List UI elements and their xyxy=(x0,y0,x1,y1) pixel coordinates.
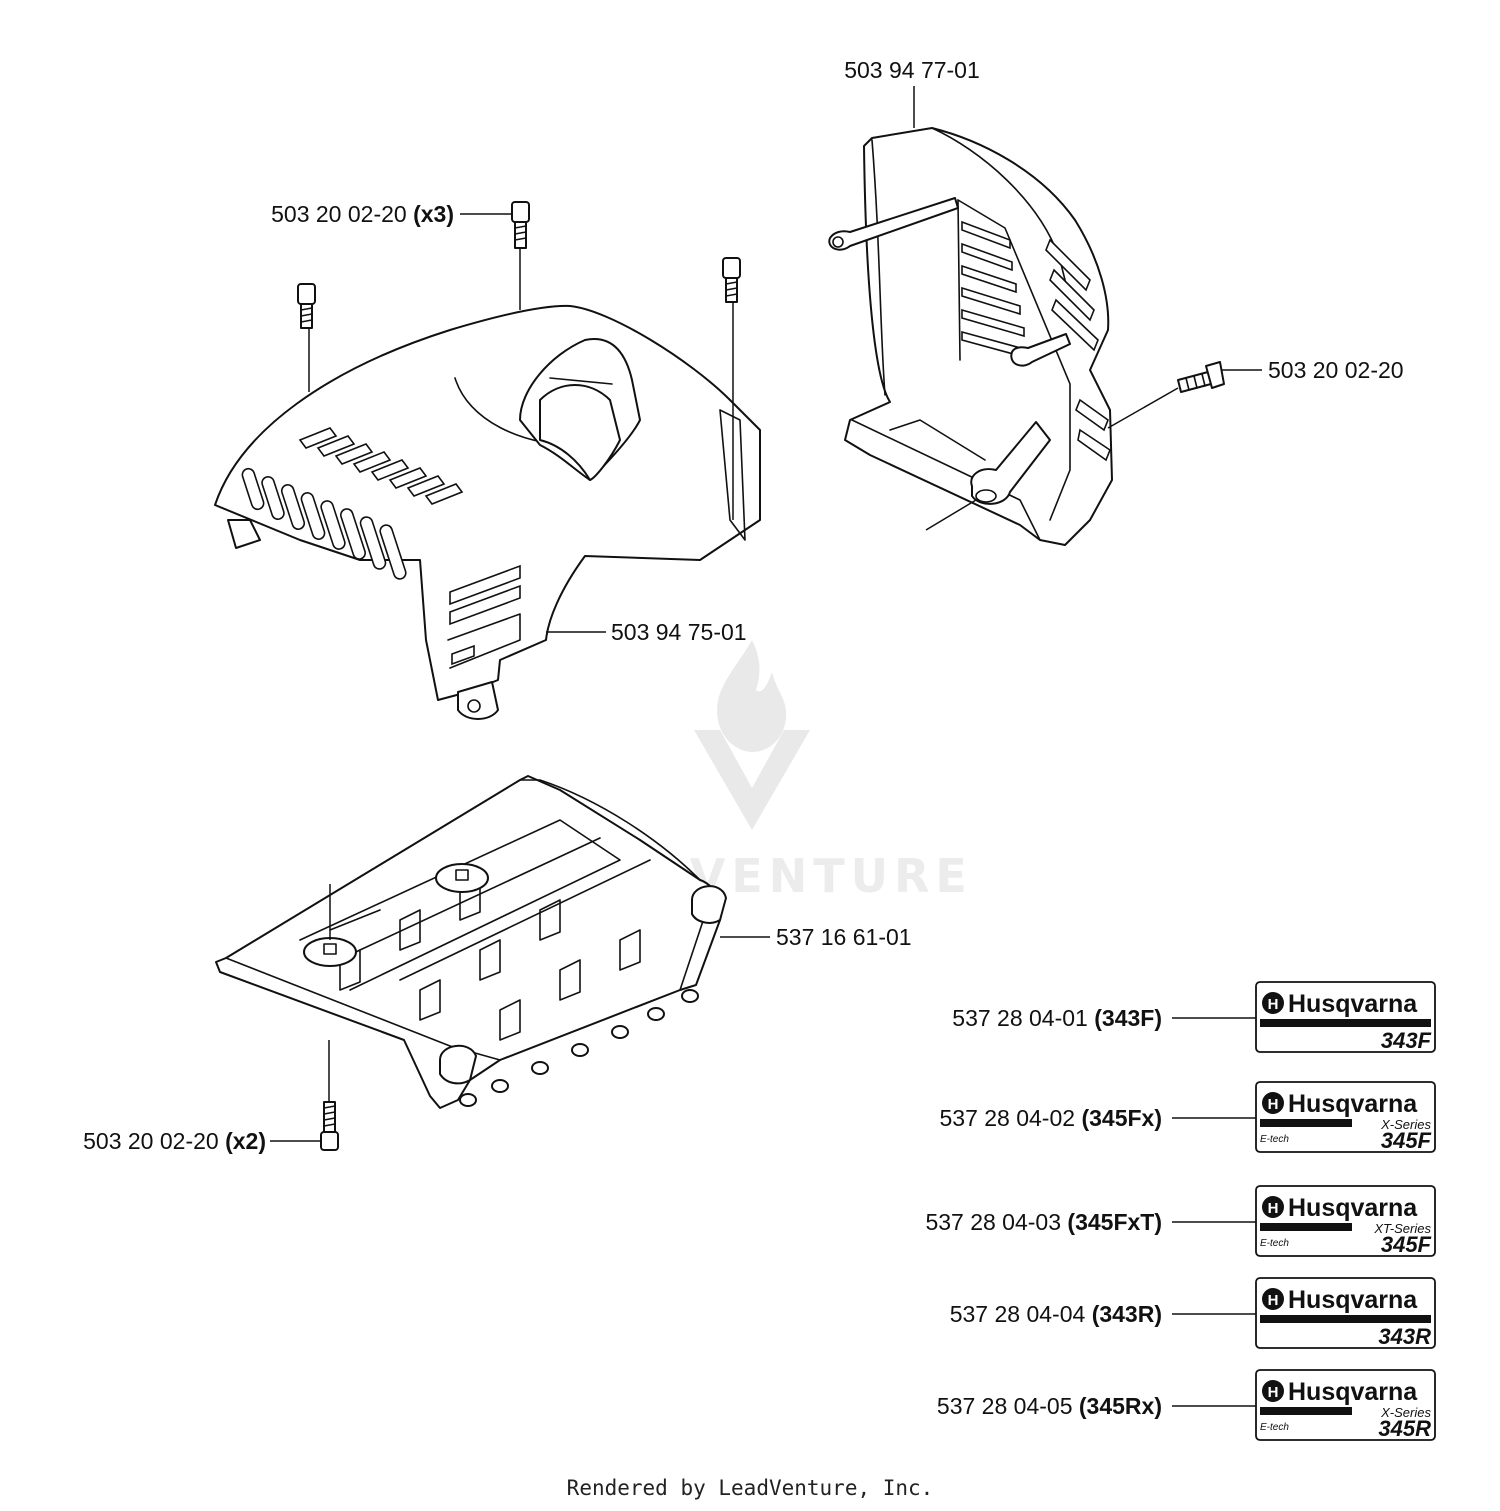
svg-text:H: H xyxy=(1268,996,1279,1013)
svg-text:H: H xyxy=(1268,1200,1279,1217)
footer-credit: Rendered by LeadVenture, Inc. xyxy=(566,1476,934,1500)
v-mark-icon xyxy=(694,730,810,830)
decal-label: 537 28 04-04 (343R) xyxy=(950,1301,1162,1327)
screw-top-right xyxy=(722,257,741,520)
svg-text:H: H xyxy=(1268,1384,1279,1401)
decal-stripe xyxy=(1260,1315,1431,1323)
decal-box xyxy=(1255,981,1436,1053)
decal-series: X-Series xyxy=(1380,1405,1431,1420)
decal-brand: Husqvarna xyxy=(1288,1194,1418,1222)
decal-row: 537 28 04-04 (343R) H Husqvarna 343R xyxy=(950,1277,1436,1349)
decal-row: 537 28 04-02 (345Fx) H HusqvarnaX-SeriesE-… xyxy=(939,1081,1436,1153)
label-bottom-plate: 537 16 61-01 xyxy=(776,924,912,950)
screw-bottom xyxy=(320,1040,339,1151)
bottom-plate xyxy=(215,775,727,1109)
bottom-feet xyxy=(459,989,699,1107)
decal-model: 345F xyxy=(1381,1232,1432,1257)
label-screws-bottom: 503 20 02-20 (x2) xyxy=(83,1128,266,1154)
decal-series: X-Series xyxy=(1380,1117,1431,1132)
husqvarna-crown-icon: H xyxy=(1262,992,1284,1014)
air-cover-slots xyxy=(961,220,1111,462)
air-intake-cover xyxy=(828,127,1113,546)
decal-model: 343F xyxy=(1381,1028,1432,1053)
front-vent-slots xyxy=(241,467,407,580)
decal-stripe xyxy=(1260,1407,1352,1415)
husqvarna-crown-icon: H xyxy=(1262,1288,1284,1310)
label-air-cover: 503 94 77-01 xyxy=(844,57,980,83)
decal-brand: Husqvarna xyxy=(1288,1090,1418,1118)
husqvarna-crown-icon: H xyxy=(1262,1196,1284,1218)
label-top-cover: 503 94 75-01 xyxy=(611,619,747,645)
decal-row: 537 28 04-03 (345FxT) H HusqvarnaXT-Series… xyxy=(925,1185,1436,1257)
decal-brand: Husqvarna xyxy=(1288,990,1418,1018)
decal-brand: Husqvarna xyxy=(1288,1286,1418,1314)
decal-model: 343R xyxy=(1378,1324,1431,1349)
decal-stripe xyxy=(1260,1119,1352,1127)
screw-top-left xyxy=(297,283,316,392)
decal-brand: Husqvarna xyxy=(1288,1378,1418,1406)
svg-text:H: H xyxy=(1268,1096,1279,1113)
label-screw-side: 503 20 02-20 xyxy=(1268,357,1404,383)
decal-label: 537 28 04-02 (345Fx) xyxy=(939,1105,1162,1131)
decal-label: 537 28 04-01 (343F) xyxy=(952,1005,1162,1031)
decal-series: XT-Series xyxy=(1373,1221,1431,1236)
decal-label: 537 28 04-03 (345FxT) xyxy=(925,1209,1162,1235)
label-screws-top: 503 20 02-20 (x3) xyxy=(271,201,454,227)
decal-etech: E-tech xyxy=(1260,1238,1289,1249)
decal-model: 345F xyxy=(1381,1128,1432,1153)
husqvarna-crown-icon: H xyxy=(1262,1380,1284,1402)
screw-top-center xyxy=(511,201,530,310)
flame-icon xyxy=(717,640,787,752)
decal-label: 537 28 04-05 (345Rx) xyxy=(937,1393,1162,1419)
decal-row: 537 28 04-05 (345Rx) H HusqvarnaX-SeriesE-… xyxy=(937,1369,1436,1441)
decal-box xyxy=(1255,1277,1436,1349)
decal-box xyxy=(1255,1369,1436,1441)
decal-etech: E-tech xyxy=(1260,1422,1289,1433)
decal-stripe xyxy=(1260,1223,1352,1231)
top-vent-slots xyxy=(298,427,464,505)
top-cover xyxy=(214,304,761,720)
decal-etech: E-tech xyxy=(1260,1134,1289,1145)
decal-row: 537 28 04-01 (343F) H Husqvarna 343F xyxy=(952,981,1436,1053)
decal-box xyxy=(1255,1185,1436,1257)
husqvarna-crown-icon: H xyxy=(1262,1092,1284,1114)
decal-model: 345R xyxy=(1378,1416,1431,1441)
decal-stripe xyxy=(1260,1019,1431,1027)
screw-side xyxy=(1107,361,1225,429)
decal-box xyxy=(1255,1081,1436,1153)
svg-text:H: H xyxy=(1268,1292,1279,1309)
